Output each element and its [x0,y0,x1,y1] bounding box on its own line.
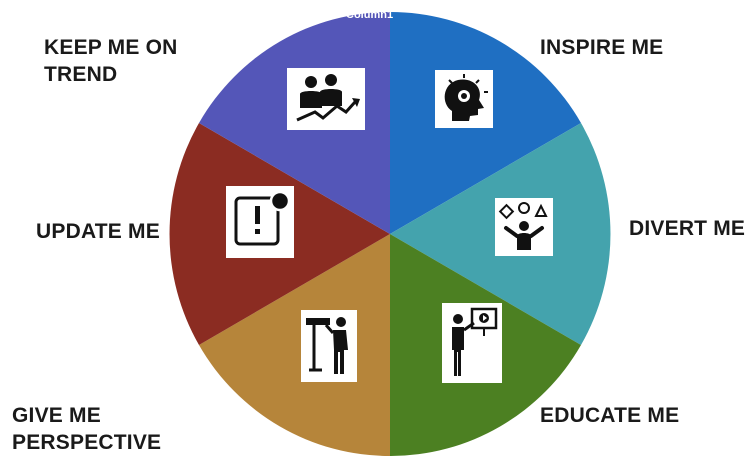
slice-give-me-perspective [199,234,390,456]
label-update-me: UPDATE ME [36,220,160,243]
business-trend-icon [287,68,365,130]
telescope-viewer-icon [301,310,357,382]
label-give-me-perspective: GIVE ME PERSPECTIVE [12,404,162,454]
juggler-icon [495,198,553,256]
column-header-label: Column1 [346,9,394,21]
label-educate-me: EDUCATE ME [540,404,680,427]
head-idea-icon [435,70,493,128]
label-inspire-me: INSPIRE ME [540,36,664,59]
label-divert-me: DIVERT ME [629,217,746,240]
notification-icon [226,186,294,258]
presenter-icon [442,303,502,383]
label-keep-me-on-trend: KEEP ME ON TREND [44,36,178,86]
